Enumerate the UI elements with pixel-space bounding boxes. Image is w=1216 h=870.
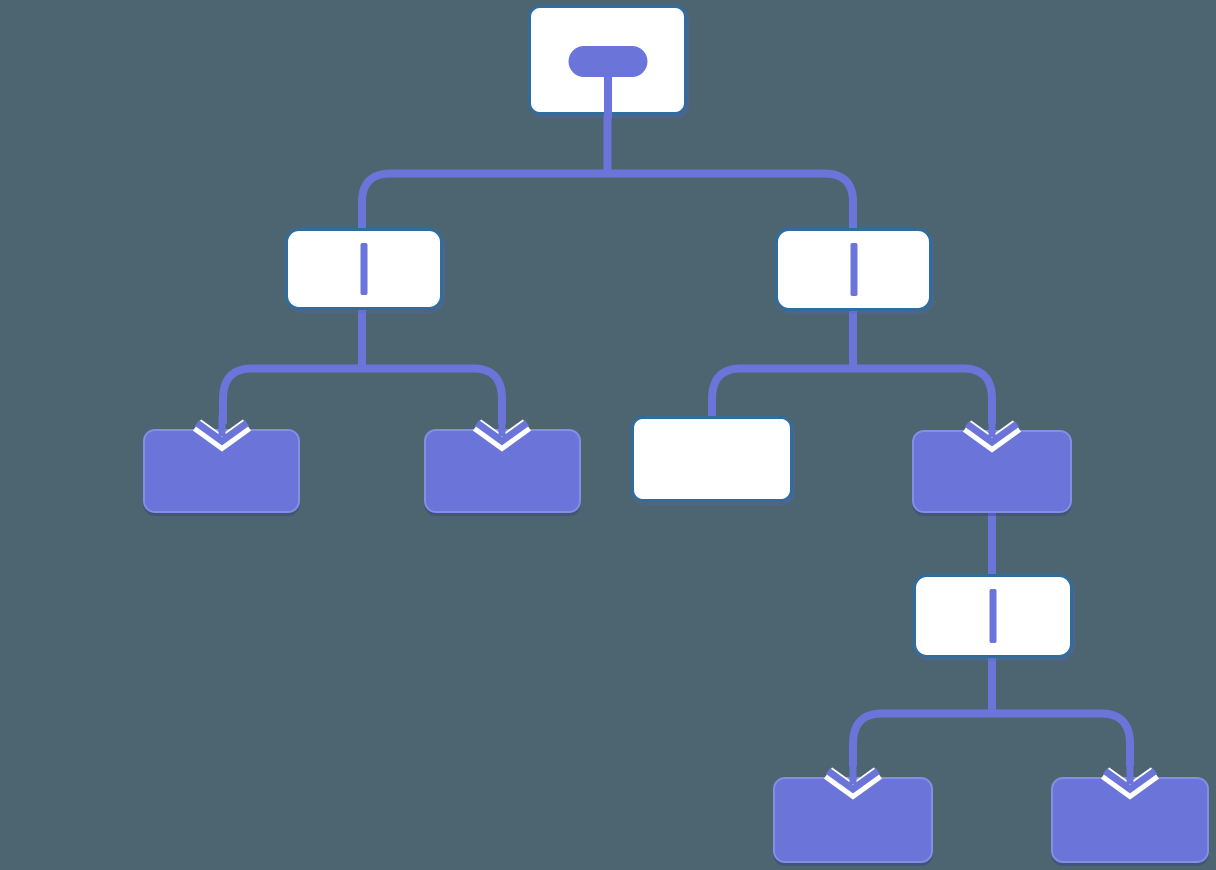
root-pill-stem <box>603 72 612 118</box>
node-root <box>528 5 687 118</box>
node-branch-right <box>775 228 932 311</box>
root-pill-icon <box>568 46 647 77</box>
node-leaf-2 <box>424 429 581 513</box>
node-leaf-5 <box>1051 777 1209 863</box>
node-divider-bar <box>989 589 997 643</box>
node-branch-left <box>285 228 443 310</box>
node-internal-3 <box>913 574 1073 658</box>
edge-level2-left-branch <box>219 364 506 424</box>
node-divider-bar <box>360 243 368 295</box>
edge-level2-right-branch <box>708 364 996 424</box>
node-leaf-3 <box>912 430 1072 513</box>
node-leaf-1 <box>143 429 300 513</box>
node-divider-bar <box>850 243 857 296</box>
edge-level3-branch <box>849 709 1134 766</box>
node-leaf-4 <box>773 777 933 863</box>
node-leaf-white <box>631 416 793 502</box>
edge-level1-branch <box>358 169 857 232</box>
